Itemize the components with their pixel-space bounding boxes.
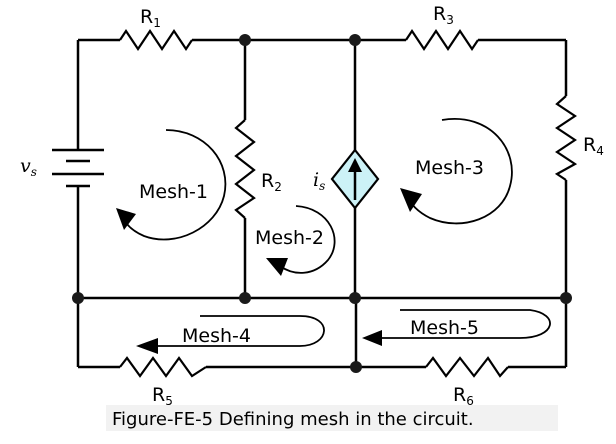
node-mid-left: [72, 292, 84, 304]
resistor-r5: R5: [119, 356, 207, 408]
figure-caption: Figure-FE-5 Defining mesh in the circuit…: [106, 405, 558, 431]
dependent-current-source: is: [313, 148, 380, 210]
resistor-r1: R1: [119, 6, 193, 51]
current-source-arrowhead: [348, 158, 362, 172]
mesh-5-label: Mesh-5: [410, 317, 479, 339]
resistor-r2-label: R2: [261, 170, 282, 194]
resistor-r4-label: R4: [583, 134, 604, 158]
resistor-r1-label: R1: [140, 6, 161, 30]
mesh-5-arrowhead: [362, 330, 382, 346]
resistor-r3-label: R3: [433, 3, 454, 27]
mesh-1-label: Mesh-1: [139, 181, 208, 203]
node-mid-right: [560, 292, 572, 304]
wires: [76, 38, 568, 369]
mesh-4-arrowhead: [136, 338, 158, 354]
voltage-source: vs: [20, 148, 104, 188]
node-mid-r2: [239, 292, 251, 304]
mesh-1-arrowhead: [116, 208, 136, 230]
node-mid-is: [349, 292, 361, 304]
mesh-4: Mesh-4: [136, 315, 325, 354]
resistor-r6: R6: [425, 356, 509, 408]
mesh-2-arrowhead: [266, 258, 288, 276]
node-bottom-center: [350, 361, 362, 373]
resistor-r2: R2: [234, 119, 282, 219]
caption-background: [106, 405, 558, 431]
mesh-3-label: Mesh-3: [415, 157, 484, 179]
mesh-5: Mesh-5: [362, 309, 551, 346]
node-top-r2: [239, 34, 251, 46]
mesh-1: Mesh-1: [116, 129, 227, 241]
current-source-label: is: [313, 169, 325, 193]
mesh-4-label: Mesh-4: [182, 325, 251, 347]
resistor-r5-label: R5: [152, 384, 173, 408]
mesh-3-arrowhead: [400, 188, 422, 212]
caption-text: Figure-FE-5 Defining mesh in the circuit…: [112, 409, 474, 430]
resistor-r3: R3: [405, 3, 479, 51]
resistor-r6-label: R6: [453, 384, 474, 408]
mesh-2: Mesh-2: [255, 205, 336, 276]
mesh-2-label: Mesh-2: [255, 227, 324, 249]
voltage-source-label: vs: [20, 155, 37, 179]
mesh-3: Mesh-3: [400, 118, 513, 225]
nodes: [72, 34, 572, 373]
node-top-is: [349, 34, 361, 46]
resistor-r4: R4: [554, 95, 604, 181]
